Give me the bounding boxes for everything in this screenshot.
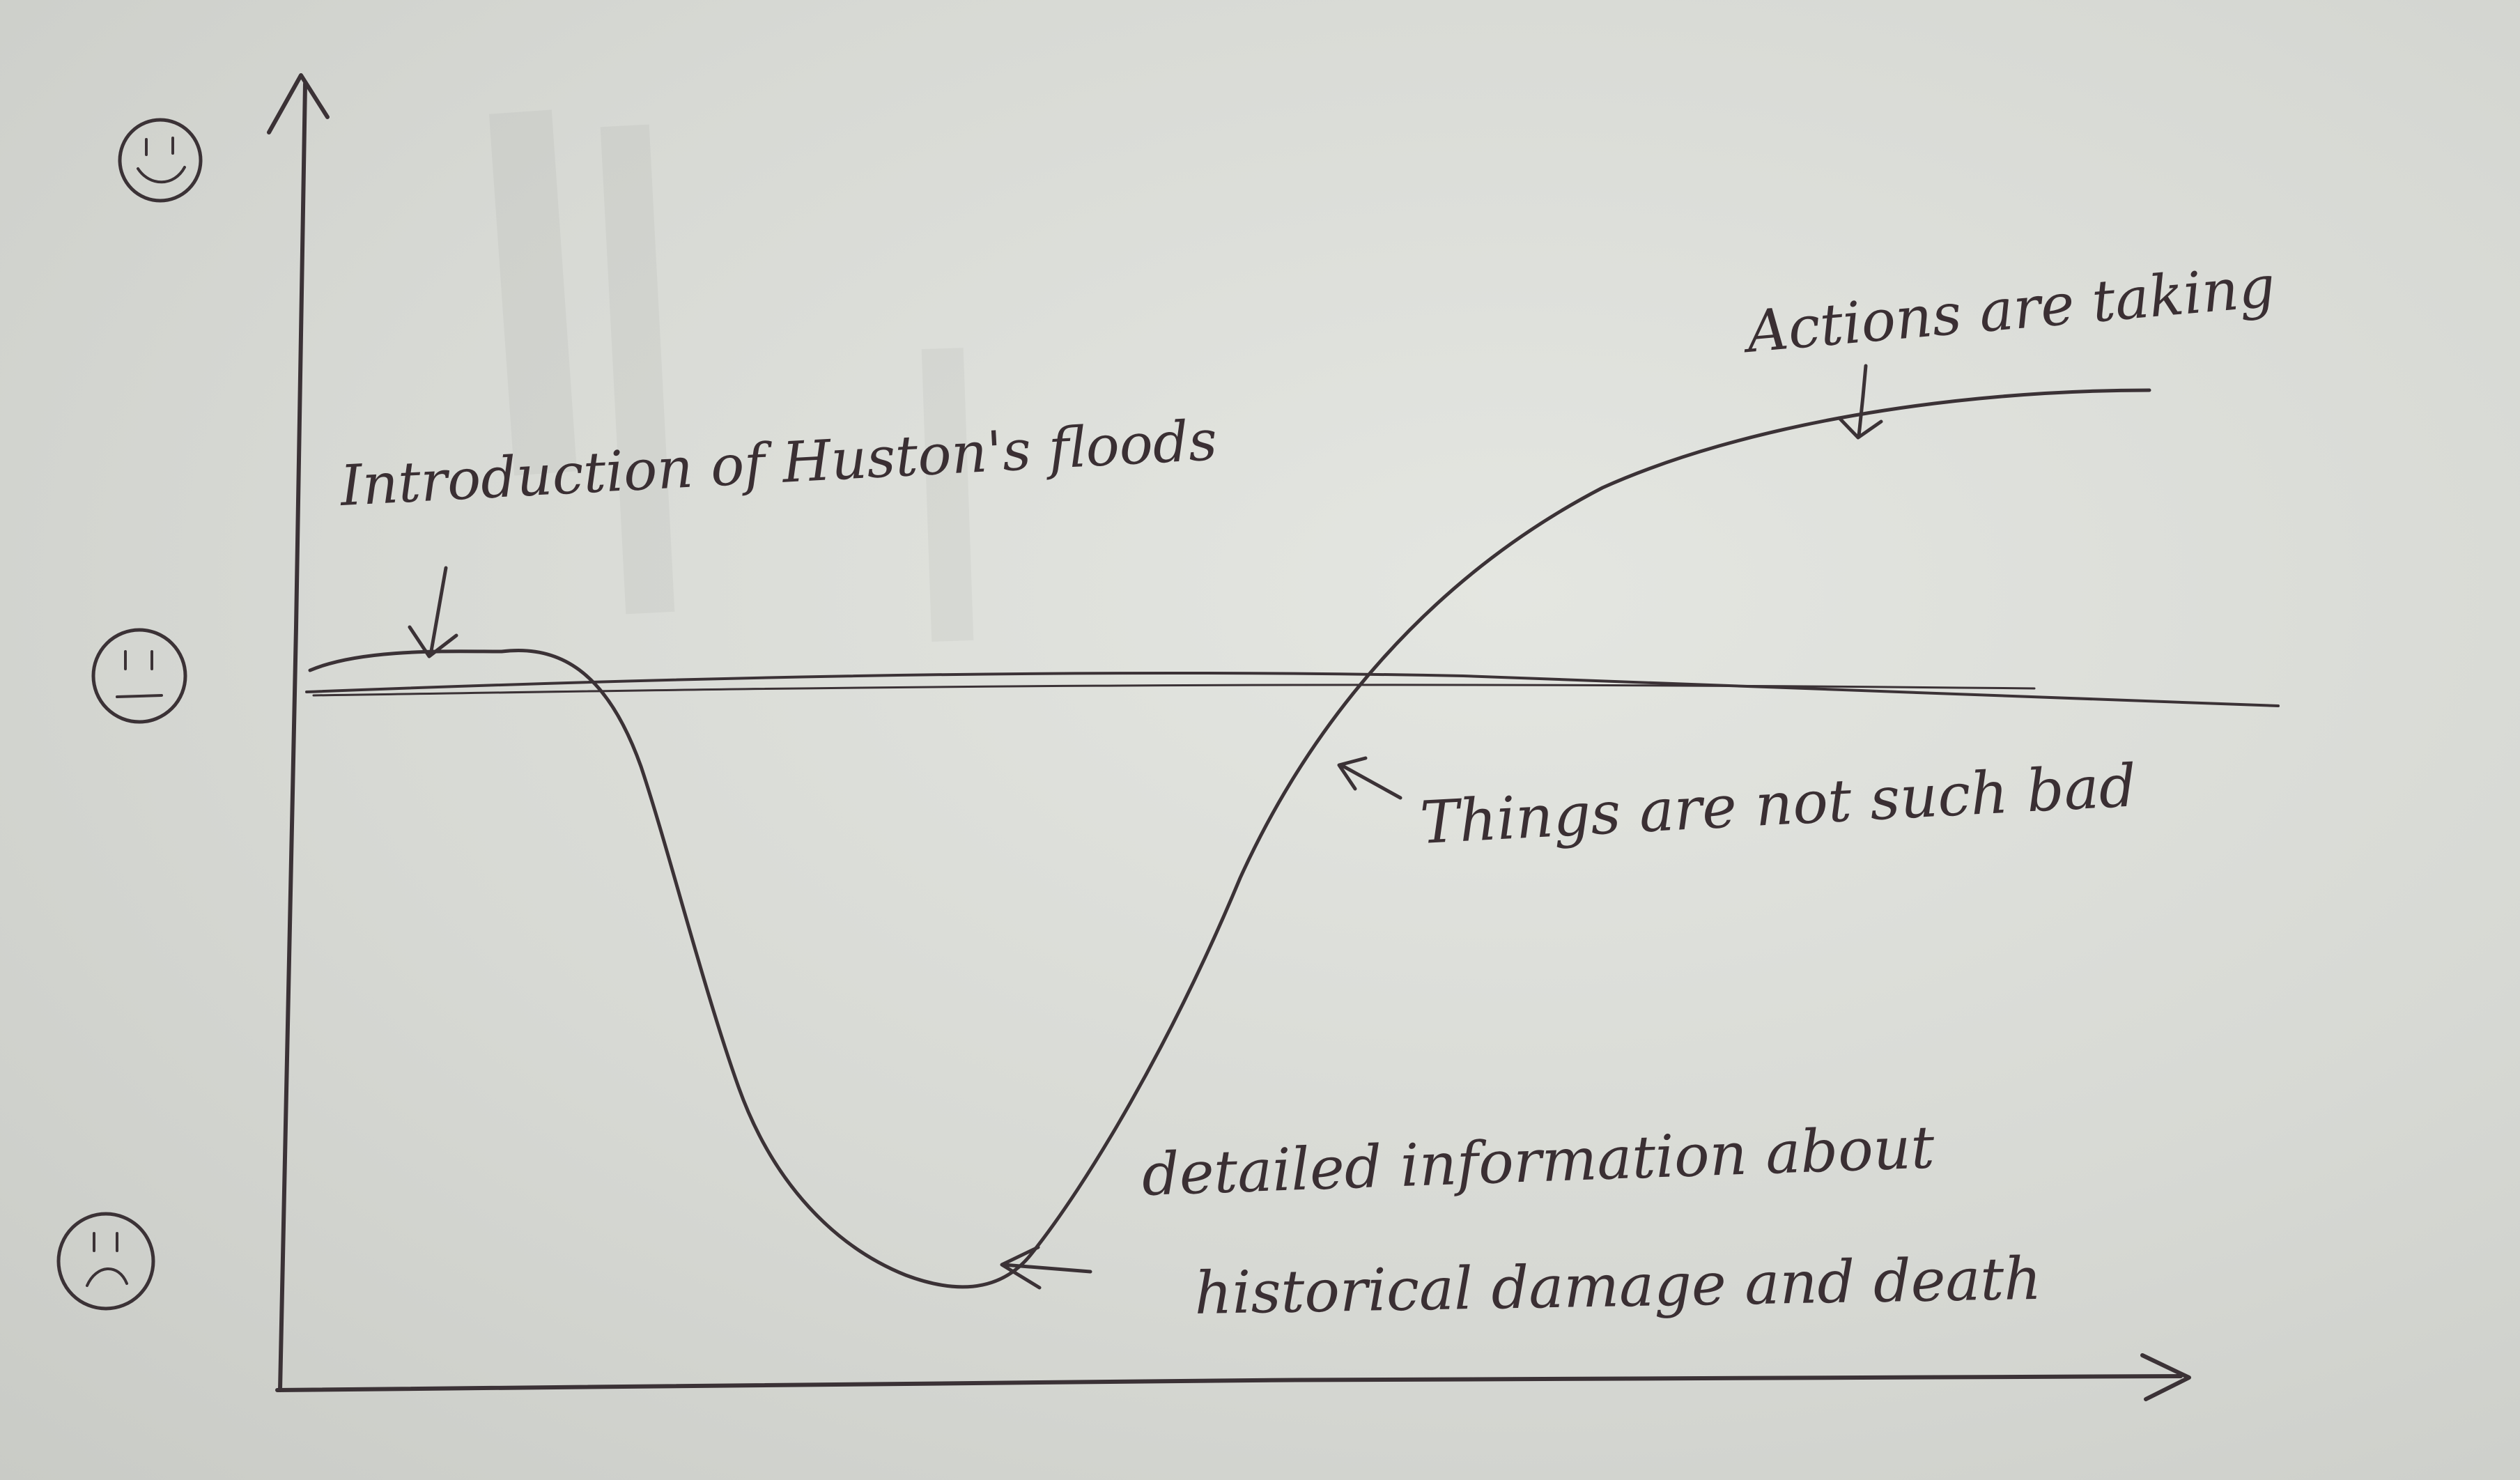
detail-arrow — [1000, 1245, 1092, 1290]
sad-face-icon — [56, 1212, 155, 1311]
actions-arrow — [1837, 364, 1883, 440]
detail-label-line2: historical damage and death — [1194, 1244, 2042, 1327]
paper-texture — [488, 109, 974, 642]
not-bad-arrow — [1337, 756, 1402, 800]
neutral-face-icon — [91, 628, 187, 724]
not-bad-label: Things are not such bad — [1419, 751, 2138, 857]
detail-label-line1: detailed information about — [1141, 1113, 1935, 1209]
intro-arrow — [408, 566, 458, 658]
x-axis-arrowhead — [2140, 1353, 2191, 1401]
neutral-baseline-retrace — [312, 684, 2036, 697]
neutral-baseline — [305, 671, 2280, 707]
happy-face-icon — [118, 118, 203, 203]
y-axis-arrowhead — [267, 73, 330, 134]
x-axis — [275, 1374, 2183, 1392]
y-axis — [278, 82, 307, 1392]
emotion-curve — [308, 388, 2151, 1289]
actions-label: Actions are taking — [1739, 254, 2278, 367]
intro-label: Introduction of Huston's floods — [337, 408, 1219, 518]
